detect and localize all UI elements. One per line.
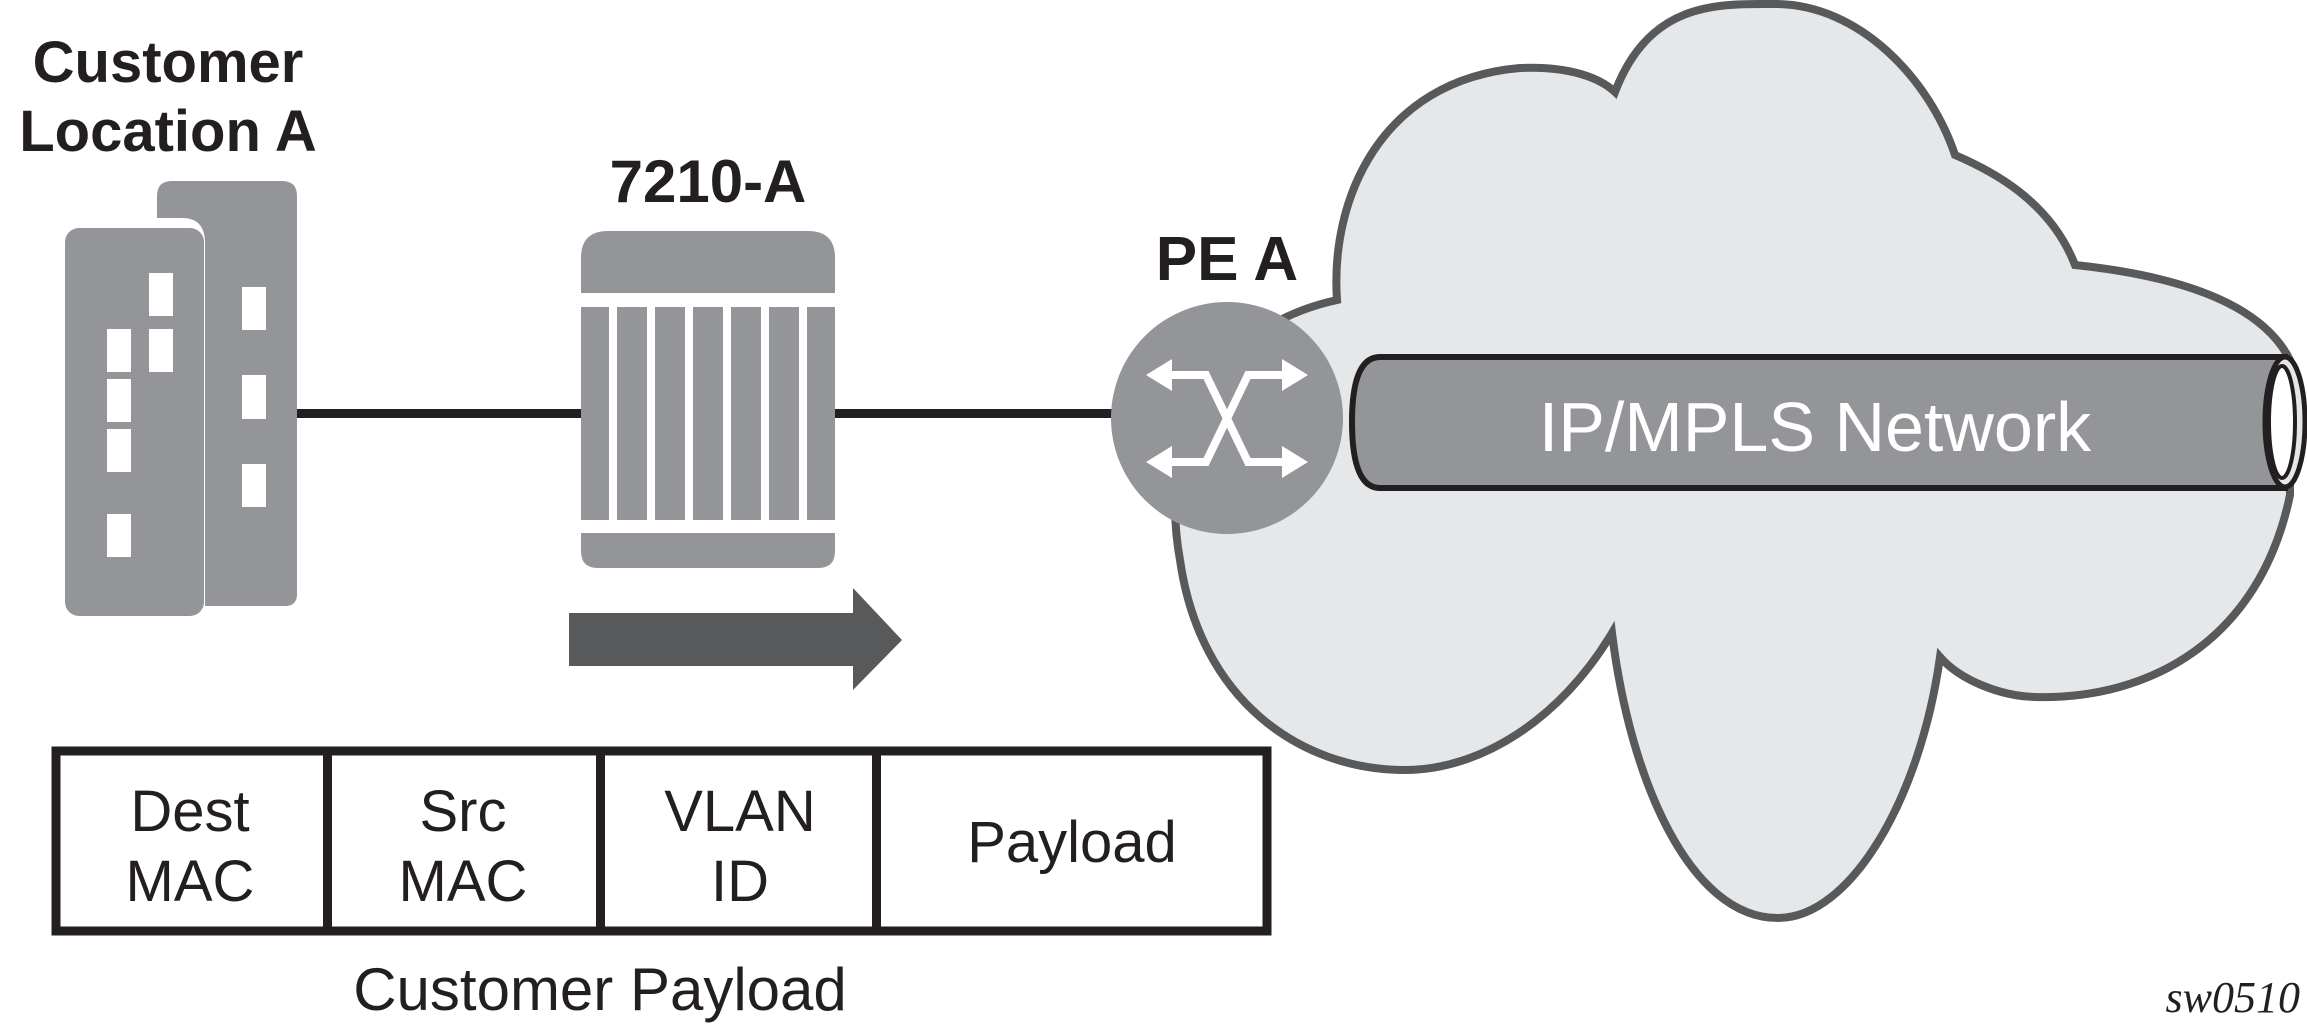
frame-field-dest-mac: Dest MAC [126, 779, 255, 914]
frame-divider [596, 747, 605, 935]
frame-field-vlan-id: VLAN ID [664, 779, 816, 914]
field-line2: ID [711, 849, 769, 914]
field-line1: Src [420, 779, 507, 844]
field-line1: Dest [130, 779, 249, 844]
network-label: IP/MPLS Network [1539, 388, 2092, 466]
tunnel-pipe-icon: IP/MPLS Network [1348, 354, 2307, 491]
figure-id: sw0510 [2166, 973, 2300, 1022]
device-7210-label: 7210-A [610, 148, 807, 215]
frame-divider [872, 747, 881, 935]
customer-location-title-line1: Customer [33, 30, 304, 95]
arrow-right-icon [569, 588, 902, 690]
field-line1: Payload [967, 810, 1177, 875]
frame-field-payload: Payload [967, 810, 1177, 875]
frame-divider [323, 747, 332, 935]
frame-field-src-mac: Src MAC [399, 779, 528, 914]
link-customer-to-7210 [297, 409, 581, 418]
frame-caption: Customer Payload [353, 956, 847, 1023]
pe-router-label: PE A [1156, 225, 1298, 294]
ethernet-frame: Dest MAC Src MAC VLAN ID Payload [51, 746, 1272, 936]
field-line1: VLAN [664, 779, 816, 844]
switch-7210-icon [581, 231, 835, 568]
link-7210-to-pe [835, 409, 1115, 418]
router-icon [1111, 302, 1343, 534]
field-line2: MAC [399, 849, 528, 914]
building-icon [65, 181, 297, 616]
customer-location-title-line2: Location A [19, 99, 317, 164]
field-line2: MAC [126, 849, 255, 914]
